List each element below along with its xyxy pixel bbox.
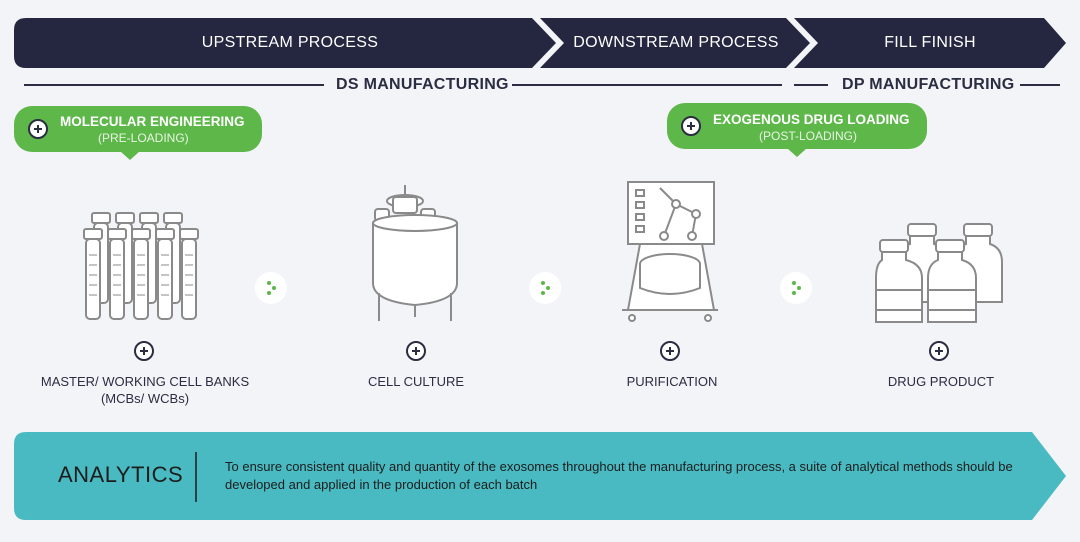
callout-pointer-icon	[787, 148, 807, 157]
connector-arrow-3[interactable]	[780, 272, 812, 304]
callout-title: EXOGENOUS DRUG LOADING	[713, 112, 910, 127]
plus-icon[interactable]	[28, 119, 48, 139]
connector-arrow-1[interactable]	[255, 272, 287, 304]
upstream-process-label: UPSTREAM PROCESS	[201, 34, 379, 51]
upstream-band	[14, 18, 556, 68]
callout-subtitle: (POST-LOADING)	[759, 129, 858, 143]
callout-subtitle: (PRE-LOADING)	[98, 131, 189, 145]
downstream-band	[540, 18, 810, 68]
drug-product-expand-button[interactable]	[929, 341, 949, 361]
exogenous-drug-loading-callout: EXOGENOUS DRUG LOADING (POST-LOADING)	[667, 103, 927, 149]
fill-finish-label: FILL FINISH	[884, 34, 976, 51]
drug-vials-icon	[875, 223, 1003, 323]
downstream-process-label: DOWNSTREAM PROCESS	[573, 34, 779, 51]
callout-title: MOLECULAR ENGINEERING	[60, 114, 245, 129]
stage-label-cell-banks: MASTER/ WORKING CELL BANKS	[40, 374, 250, 389]
dp-manufacturing-label: DP MANUFACTURING	[842, 76, 1015, 93]
cell-culture-expand-button[interactable]	[406, 341, 426, 361]
ds-rule-right	[512, 84, 782, 86]
bioreactor-tank-icon	[372, 185, 458, 321]
stage-sublabel-cell-banks: (MCBs/ WCBs)	[100, 391, 190, 406]
dots-arrow-icon	[792, 281, 801, 295]
purification-expand-button[interactable]	[660, 341, 680, 361]
dp-rule-left	[794, 84, 828, 86]
ds-rule-left	[24, 84, 324, 86]
callout-pointer-icon	[120, 151, 140, 160]
dots-arrow-icon	[541, 281, 550, 295]
fill-finish-band	[794, 18, 1066, 68]
analytics-title: ANALYTICS	[58, 462, 184, 487]
stage-label-cell-culture: CELL CULTURE	[367, 374, 465, 389]
ds-manufacturing-label: DS MANUFACTURING	[336, 76, 509, 93]
purification-machine-icon	[622, 181, 718, 322]
analytics-description: To ensure consistent quality and quantit…	[225, 459, 1013, 492]
analytics-banner	[14, 432, 1066, 520]
connector-arrow-2[interactable]	[529, 272, 561, 304]
plus-icon[interactable]	[681, 116, 701, 136]
cell-bank-vials-icon	[83, 212, 199, 320]
stage-label-drug-product: DRUG PRODUCT	[887, 374, 995, 389]
stage-label-purification: PURIFICATION	[626, 374, 718, 389]
molecular-engineering-callout: MOLECULAR ENGINEERING (PRE-LOADING)	[14, 106, 262, 152]
dp-rule-right	[1020, 84, 1060, 86]
process-bands	[14, 18, 1066, 68]
dots-arrow-icon	[267, 281, 276, 295]
cell-banks-expand-button[interactable]	[134, 341, 154, 361]
